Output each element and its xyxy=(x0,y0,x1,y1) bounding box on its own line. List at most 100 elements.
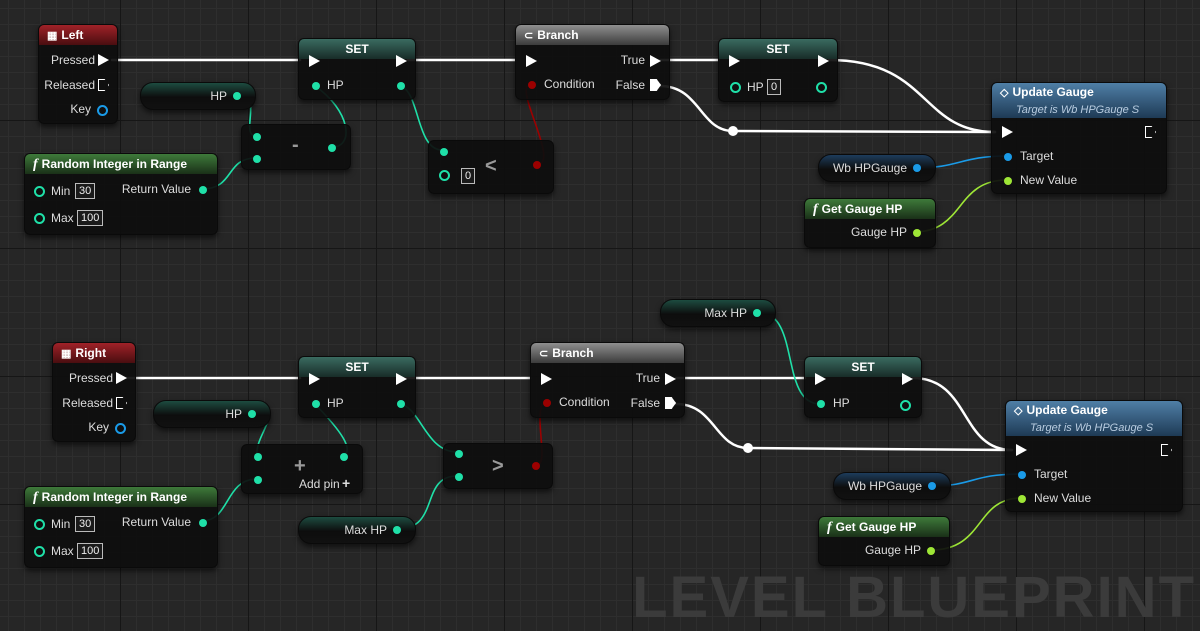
exec-input-pin[interactable] xyxy=(309,373,320,385)
exec-output-pin[interactable] xyxy=(1161,444,1172,456)
exec-input-pin[interactable] xyxy=(541,373,552,385)
new-value-input-pin[interactable] xyxy=(1018,495,1026,503)
set-hp-node[interactable]: SET HP xyxy=(298,356,416,418)
exec-output-pin[interactable] xyxy=(902,373,913,385)
branch-icon: ⊂ xyxy=(539,348,549,360)
set-hp-node[interactable]: SET HP xyxy=(298,38,416,100)
exec-output-pin[interactable] xyxy=(396,55,407,67)
hp-value-field[interactable]: 0 xyxy=(767,79,782,95)
target-input-pin[interactable] xyxy=(1018,471,1026,479)
gauge-hp-output-pin[interactable] xyxy=(913,229,921,237)
hp-variable-node[interactable]: HP xyxy=(153,400,271,428)
b-input-pin[interactable] xyxy=(439,170,450,181)
min-input-pin[interactable] xyxy=(34,186,45,197)
hp-output-pin[interactable] xyxy=(248,410,256,418)
max-value-field[interactable]: 100 xyxy=(77,210,104,226)
exec-input-pin[interactable] xyxy=(729,55,740,67)
a-input-pin[interactable] xyxy=(440,148,448,156)
add-pin-plus-icon[interactable]: + xyxy=(342,475,351,491)
a-input-pin[interactable] xyxy=(254,453,262,461)
exec-input-pin[interactable] xyxy=(1016,444,1027,456)
b-input-pin[interactable] xyxy=(253,155,261,163)
true-exec-pin[interactable] xyxy=(650,55,661,67)
set-hp-max-node[interactable]: SET HP xyxy=(804,356,922,418)
max-value-field[interactable]: 100 xyxy=(77,543,104,559)
right-key-event-node[interactable]: ▦Right Pressed Released Key xyxy=(52,342,136,442)
min-input-pin[interactable] xyxy=(34,519,45,530)
key-struct-pin[interactable] xyxy=(115,423,126,434)
result-output-pin[interactable] xyxy=(328,144,336,152)
hp-output-pin[interactable] xyxy=(397,400,405,408)
return-value-pin[interactable] xyxy=(199,519,207,527)
hp-input-pin[interactable] xyxy=(312,82,320,90)
max-hp-output-pin[interactable] xyxy=(753,309,761,317)
b-value-field[interactable]: 0 xyxy=(461,168,476,184)
true-exec-pin[interactable] xyxy=(665,373,676,385)
wb-hpgauge-variable-node[interactable]: Wb HPGauge xyxy=(818,154,936,182)
hp-input-pin[interactable] xyxy=(730,82,741,93)
new-value-input-pin[interactable] xyxy=(1004,177,1012,185)
subtract-node[interactable]: - xyxy=(241,124,351,170)
hp-input-pin[interactable] xyxy=(312,400,320,408)
bool-output-pin[interactable] xyxy=(533,161,541,169)
max-input-pin[interactable] xyxy=(34,546,45,557)
wb-hpgauge-variable-node[interactable]: Wb HPGauge xyxy=(833,472,951,500)
exec-input-pin[interactable] xyxy=(815,373,826,385)
pressed-exec-pin[interactable] xyxy=(116,372,127,384)
branch-node[interactable]: ⊂Branch Condition True False xyxy=(530,342,685,418)
exec-input-pin[interactable] xyxy=(1002,126,1013,138)
gauge-hp-output-pin[interactable] xyxy=(927,547,935,555)
condition-input-pin[interactable] xyxy=(528,81,536,89)
a-input-pin[interactable] xyxy=(455,450,463,458)
hp-output-pin[interactable] xyxy=(816,82,827,93)
key-struct-pin[interactable] xyxy=(97,105,108,116)
exec-input-pin[interactable] xyxy=(309,55,320,67)
condition-input-pin[interactable] xyxy=(543,399,551,407)
exec-input-pin[interactable] xyxy=(526,55,537,67)
add-pin-button[interactable]: Add pin xyxy=(299,477,340,491)
target-input-pin[interactable] xyxy=(1004,153,1012,161)
less-than-node[interactable]: 0 < xyxy=(428,140,554,194)
set-hp-zero-node[interactable]: SET HP 0 xyxy=(718,38,838,102)
hp-output-pin[interactable] xyxy=(397,82,405,90)
b-input-pin[interactable] xyxy=(455,473,463,481)
hp-output-pin[interactable] xyxy=(900,400,911,411)
false-exec-pin[interactable] xyxy=(665,397,676,409)
min-value-field[interactable]: 30 xyxy=(75,183,96,199)
bool-output-pin[interactable] xyxy=(532,462,540,470)
branch-node[interactable]: ⊂Branch Condition True False xyxy=(515,24,670,100)
exec-output-pin[interactable] xyxy=(396,373,407,385)
b-input-pin[interactable] xyxy=(254,476,262,484)
min-value-field[interactable]: 30 xyxy=(75,516,96,532)
left-key-event-node[interactable]: ▦Left Pressed Released Key xyxy=(38,24,118,124)
result-output-pin[interactable] xyxy=(340,453,348,461)
max-hp-variable-node[interactable]: Max HP xyxy=(660,299,776,327)
false-exec-pin[interactable] xyxy=(650,79,661,91)
a-input-pin[interactable] xyxy=(253,133,261,141)
max-input-pin[interactable] xyxy=(34,213,45,224)
return-value-pin[interactable] xyxy=(199,186,207,194)
reroute-knot xyxy=(743,443,753,453)
hp-input-pin[interactable] xyxy=(817,400,825,408)
exec-output-pin[interactable] xyxy=(818,55,829,67)
released-exec-pin[interactable] xyxy=(116,397,127,409)
exec-output-pin[interactable] xyxy=(1145,126,1156,138)
add-node[interactable]: + Add pin + xyxy=(241,444,363,494)
object-output-pin[interactable] xyxy=(928,482,936,490)
max-hp-variable-node[interactable]: Max HP xyxy=(298,516,416,544)
hp-output-pin[interactable] xyxy=(233,92,241,100)
node-subtitle: Target is Wb HPGauge S xyxy=(1030,422,1154,434)
node-header: ▦Right xyxy=(53,343,135,363)
object-output-pin[interactable] xyxy=(913,164,921,172)
released-exec-pin[interactable] xyxy=(98,79,109,91)
max-hp-output-pin[interactable] xyxy=(393,526,401,534)
greater-than-node[interactable]: > xyxy=(443,443,553,489)
hp-variable-node[interactable]: HP xyxy=(140,82,256,110)
pressed-exec-pin[interactable] xyxy=(98,54,109,66)
